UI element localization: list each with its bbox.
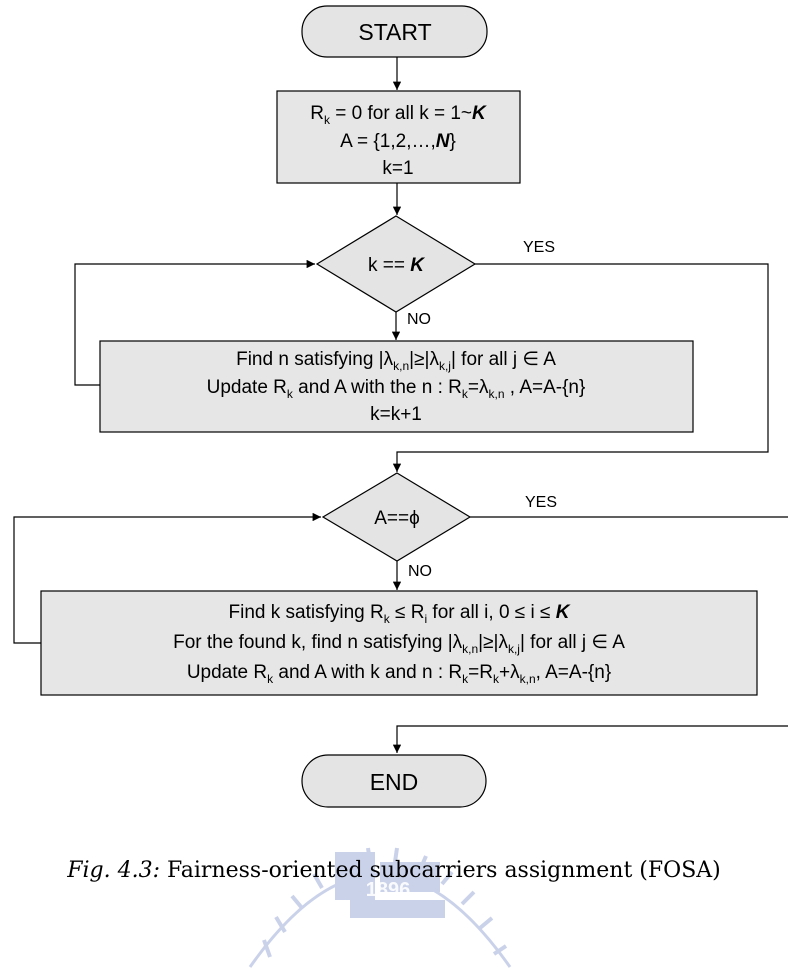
end-terminal: END <box>301 754 487 808</box>
init-box: Rk = 0 for all k = 1~K A = {1,2,…,N} k=1 <box>276 90 521 184</box>
connector-loop1-back <box>74 259 315 386</box>
connector-to-end <box>392 725 788 753</box>
loop2-line-2: For the found k, find n satisfying |λk,n… <box>173 632 625 656</box>
connector-cond1-yes <box>392 263 769 472</box>
decision-A-empty: A==ϕ <box>321 472 472 562</box>
init-line-1: Rk = 0 for all k = 1~K <box>310 103 487 127</box>
figure-caption: Fig. 4.3: Fairness-oriented subcarriers … <box>0 858 788 883</box>
cond1-no-label: NO <box>407 311 431 328</box>
loop1-box: Find n satisfying |λk,n|≥|λk,j| for all … <box>99 340 694 433</box>
loop2-box: Find k satisfying Rk ≤ Ri for all i, 0 ≤… <box>40 590 758 696</box>
cond2-yes-label: YES <box>525 494 557 511</box>
end-label: END <box>370 769 419 795</box>
decision-k-equals-K: k == K <box>315 215 477 313</box>
loop1-line-3: k=k+1 <box>370 404 422 425</box>
loop2-line-3: Update Rk and A with k and n : Rk=Rk+λk,… <box>187 662 611 686</box>
loop2-line-1: Find k satisfying Rk ≤ Ri for all i, 0 ≤… <box>229 602 571 626</box>
connector-loop2-back <box>13 512 321 644</box>
seal-year: 1896 <box>366 879 411 901</box>
university-seal-watermark: 1896 <box>248 847 512 968</box>
start-label: START <box>358 19 431 45</box>
caption-fig-number: Fig. 4.3: <box>67 858 161 883</box>
loop1-line-1: Find n satisfying |λk,n|≥|λk,j| for all … <box>236 349 556 373</box>
cond2-label: A==ϕ <box>374 508 420 529</box>
init-line-2: A = {1,2,…,N} <box>340 131 456 152</box>
cond1-label: k == K <box>368 255 425 276</box>
init-line-3: k=1 <box>382 158 413 179</box>
start-terminal: START <box>301 5 488 58</box>
cond1-yes-label: YES <box>523 239 555 256</box>
caption-text: Fairness-oriented subcarriers assignment… <box>160 858 721 883</box>
loop1-line-2: Update Rk and A with the n : Rk=λk,n , A… <box>207 377 586 401</box>
cond2-no-label: NO <box>408 563 432 580</box>
